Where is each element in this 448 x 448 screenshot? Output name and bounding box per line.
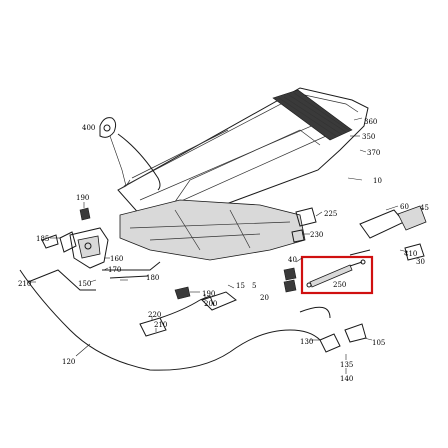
callout-30: 30 (416, 258, 425, 266)
callout-180: 180 (146, 274, 159, 282)
callout-250: 250 (333, 281, 346, 289)
callout-225: 225 (324, 210, 337, 218)
callout-120: 120 (62, 358, 75, 366)
callout-370: 370 (367, 149, 380, 157)
callout-220: 220 (148, 311, 161, 319)
callout-185: 185 (36, 235, 49, 243)
vent-grille (272, 89, 353, 141)
callout-350: 350 (362, 133, 375, 141)
callout-40: 40 (288, 256, 297, 264)
callout-10: 10 (373, 177, 382, 185)
insulation-mat (119, 199, 306, 261)
callout-230: 230 (310, 231, 323, 239)
callout-200: 200 (204, 300, 217, 308)
callout-60: 60 (400, 203, 409, 211)
callout-170: 170 (108, 266, 121, 274)
latch-assembly-left (59, 227, 109, 269)
callout-5: 5 (252, 282, 256, 290)
callout-360: 360 (364, 118, 377, 126)
callout-15: 15 (236, 282, 245, 290)
release-cable (19, 133, 331, 371)
callout-140: 140 (340, 375, 353, 383)
callout-20: 20 (260, 294, 269, 302)
leader-lines (28, 117, 409, 374)
callout-150: 150 (78, 280, 91, 288)
callout-190: 190 (76, 194, 89, 202)
callout-105: 105 (372, 339, 385, 347)
callout-45: 45 (420, 204, 429, 212)
callout-labels: 400 360 350 370 10 190 60 45 185 225 230… (18, 118, 429, 383)
callout-130: 130 (300, 338, 313, 346)
callout-400: 400 (82, 124, 95, 132)
callout-410: 410 (404, 250, 417, 258)
latch-rod (27, 261, 161, 291)
callout-210-upper: 210 (18, 280, 31, 288)
callout-160: 160 (110, 255, 123, 263)
hinge-400 (99, 117, 127, 187)
gas-strut-250 (306, 259, 366, 288)
callout-190-lower: 190 (202, 290, 215, 298)
hardware-items (41, 205, 427, 353)
callout-210-lower: 210 (154, 321, 167, 329)
highlight-box (300, 255, 374, 295)
callout-135: 135 (340, 361, 353, 369)
